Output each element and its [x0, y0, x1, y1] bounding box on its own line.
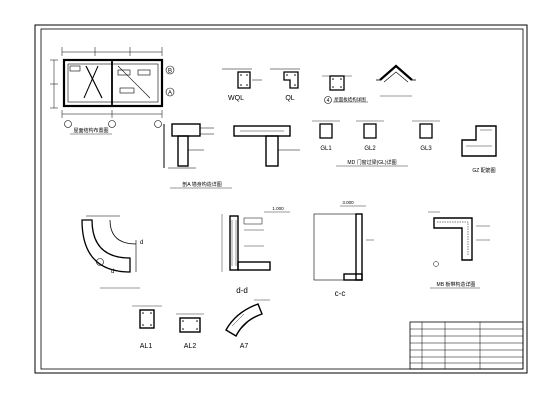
a7-label: A7: [240, 343, 249, 350]
ridge-detail: [376, 64, 416, 97]
detail-index-number: 4: [327, 98, 330, 104]
dd-label: d-d: [236, 286, 248, 295]
lintel-caption: MD 门窗过梁(GL)详图: [347, 159, 396, 166]
gl3-label: GL3: [420, 146, 432, 152]
al2-detail: AL2: [176, 313, 204, 350]
gl2-label: GL2: [364, 146, 376, 152]
a7-detail: A7: [225, 299, 270, 350]
axis-label-b: B: [168, 69, 172, 75]
gz-detail: GZ 配筋图: [461, 125, 497, 174]
section-dd: 1.000 d-d: [221, 206, 290, 295]
detail-index-circle: [324, 96, 332, 104]
ql-label: QL: [285, 95, 294, 102]
section-a-caption: 剖A 墙身构造详图: [182, 181, 221, 188]
roof-plan: A B 屋面结构布置图: [50, 47, 175, 135]
curved-plan-detail: d d: [81, 215, 143, 289]
gl1-label: GL1: [320, 146, 332, 152]
axis-bubble-b: [165, 65, 175, 75]
wql-detail: WQL: [222, 68, 262, 102]
wql-label: WQL: [228, 95, 244, 102]
section-marker-d1: [96, 258, 104, 266]
corner-band-detail: MB 板带构造详图: [428, 211, 490, 289]
dd-dimension: 1.000: [272, 206, 284, 211]
cc-dimension: 3.000: [342, 200, 354, 205]
section-label-d1: d: [111, 269, 114, 275]
lintel-details: GL1 GL2 GL3 MD 门窗过梁(GL)详图: [312, 120, 440, 167]
mb-caption: MB 板带构造详图: [437, 281, 476, 288]
al1-label: AL1: [140, 343, 153, 350]
axis-bubble-a: [165, 87, 175, 97]
roof-plan-caption: 屋面结构布置图: [73, 127, 108, 134]
small-column-detail: 4 屋面板结构详图: [322, 75, 368, 104]
ql-detail: QL: [270, 68, 300, 102]
roof-slab-caption: 屋面板结构详图: [334, 96, 366, 103]
outer-frame: [34, 24, 528, 374]
title-block: [409, 321, 524, 370]
inner-frame: [40, 28, 524, 370]
al1-detail: AL1: [132, 305, 162, 350]
al2-label: AL2: [184, 343, 197, 350]
section-cc: 3.000 c-c: [313, 200, 374, 298]
wall-section-a: 剖A 墙身构造详图: [163, 123, 300, 189]
axis-label-a: A: [168, 91, 172, 97]
section-label-d2: d: [140, 240, 143, 246]
cc-label: c-c: [335, 289, 346, 298]
gz-label: GZ 配筋图: [472, 167, 495, 174]
